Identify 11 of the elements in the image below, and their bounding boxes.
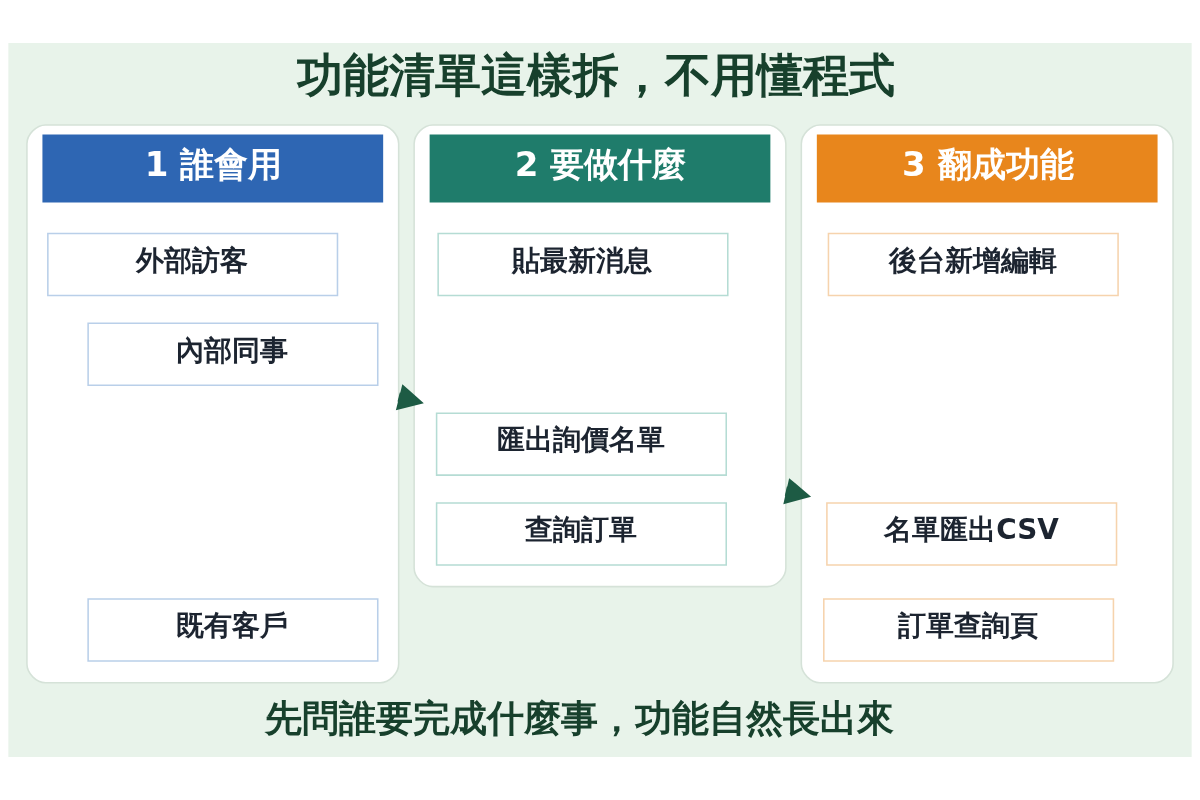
node-box: 貼最新消息 — [437, 232, 729, 297]
node-box: 外部訪客 — [47, 232, 339, 297]
node-box: 名單匯出CSV — [826, 502, 1118, 566]
node-box: 查詢訂單 — [435, 502, 727, 566]
node-box: 既有客戶 — [87, 598, 379, 662]
node-box: 訂單查詢頁 — [823, 598, 1115, 662]
caption: 先問誰要完成什麼事，功能自然長出來 — [264, 695, 894, 740]
node-box: 後台新增編輯 — [827, 232, 1119, 297]
node-box: 匯出詢價名單 — [435, 412, 727, 476]
diagram-title: 功能清單這樣拆，不用懂程式 — [297, 48, 896, 103]
node-box: 內部同事 — [87, 322, 379, 387]
